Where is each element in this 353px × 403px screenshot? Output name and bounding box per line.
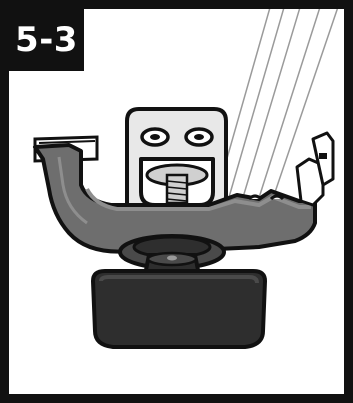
right-clip xyxy=(297,133,333,205)
step-number-badge: 5-3 xyxy=(9,9,84,71)
threaded-bolt xyxy=(167,175,187,203)
mounting-plate xyxy=(127,109,226,209)
tightening-knob xyxy=(93,271,265,347)
